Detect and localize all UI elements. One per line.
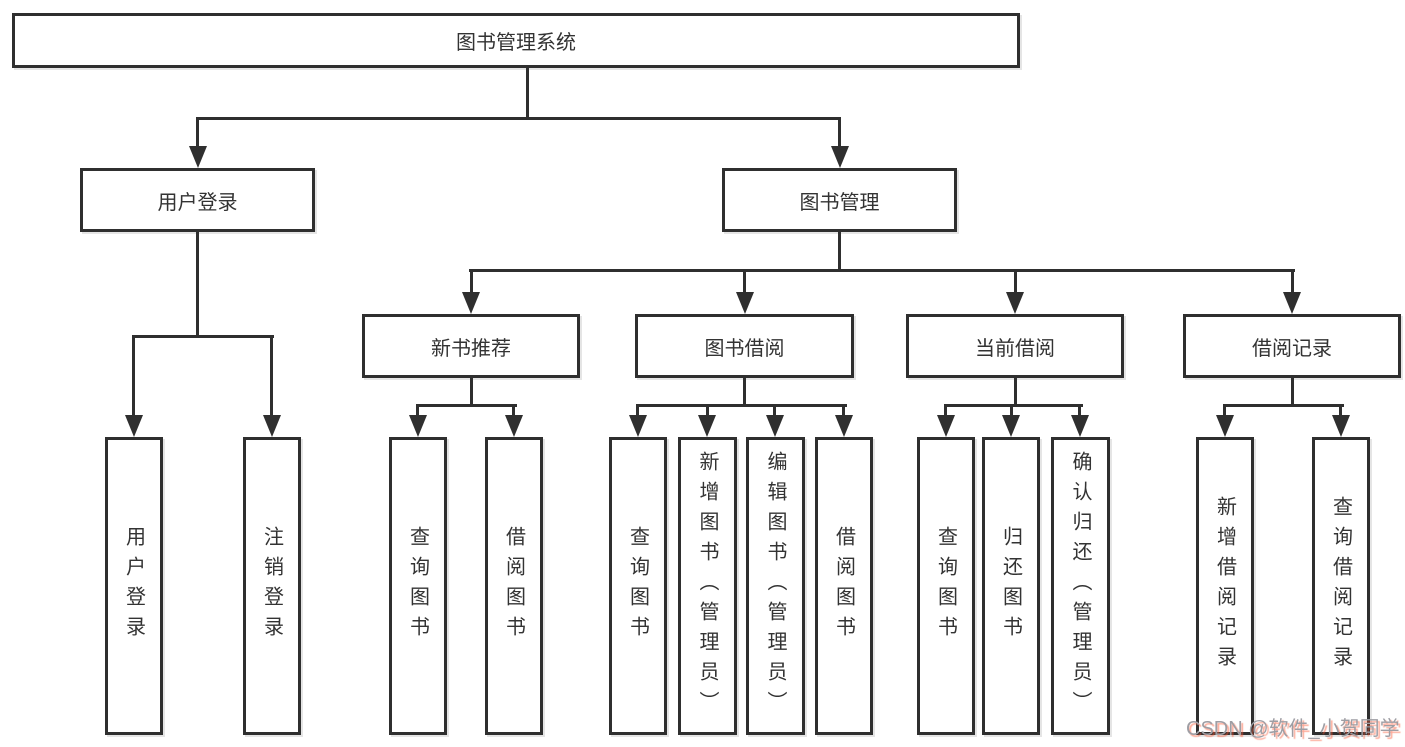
connector-line	[1014, 378, 1017, 407]
connector-arrowhead	[698, 415, 716, 437]
node-new-book-recommendation: 新书推荐	[362, 314, 580, 378]
node-query-books-recommend: 查询图书	[389, 437, 447, 735]
connector-arrowhead	[505, 415, 523, 437]
connector-arrowhead	[835, 415, 853, 437]
connector-line	[944, 404, 947, 415]
connector-arrowhead	[1216, 415, 1234, 437]
connector-arrowhead	[188, 146, 207, 168]
node-query-borrow-record: 查询借阅记录	[1312, 437, 1370, 735]
connector-line	[636, 404, 639, 415]
connector-line	[416, 404, 517, 407]
node-book-borrowing: 图书借阅	[635, 314, 854, 378]
connector-line	[132, 335, 135, 415]
connector-arrowhead	[1002, 415, 1020, 437]
connector-line	[270, 335, 273, 415]
node-borrow-books-borrowing: 借阅图书	[815, 437, 873, 735]
node-return-book: 归还图书	[982, 437, 1040, 735]
node-current-borrowing: 当前借阅	[906, 314, 1124, 378]
connector-line	[1010, 404, 1013, 415]
node-confirm-return-admin: 确认归还（管理员）	[1051, 437, 1110, 735]
connector-line	[1291, 269, 1294, 292]
connector-arrowhead	[1006, 292, 1024, 314]
connector-line	[838, 232, 841, 272]
node-edit-book-admin: 编辑图书（管理员）	[746, 437, 805, 735]
node-borrowing-records: 借阅记录	[1183, 314, 1401, 378]
connector-line	[1014, 269, 1017, 292]
connector-line	[469, 269, 1295, 272]
node-add-book-admin: 新增图书（管理员）	[678, 437, 737, 735]
connector-arrowhead	[937, 415, 955, 437]
connector-line	[743, 378, 746, 407]
connector-line	[470, 269, 473, 292]
connector-arrowhead	[1071, 415, 1089, 437]
connector-line	[196, 117, 199, 146]
connector-line	[838, 117, 841, 146]
csdn-watermark: CSDN @软件_小贺同学	[1186, 718, 1400, 740]
connector-line	[1078, 404, 1081, 415]
node-book-management: 图书管理	[722, 168, 957, 232]
connector-arrowhead	[409, 415, 427, 437]
connector-arrowhead	[766, 415, 784, 437]
connector-line	[196, 117, 841, 120]
connector-line	[743, 269, 746, 292]
connector-arrowhead	[830, 146, 849, 168]
connector-line	[132, 335, 274, 338]
connector-line	[706, 404, 709, 415]
connector-line	[944, 404, 1083, 407]
connector-line	[512, 404, 515, 415]
connector-line	[526, 68, 529, 120]
connector-line	[470, 378, 473, 407]
connector-arrowhead	[1332, 415, 1350, 437]
connector-line	[773, 404, 776, 415]
connector-arrowhead	[1283, 292, 1301, 314]
connector-line	[1339, 404, 1342, 415]
node-user-login-action: 用户登录	[105, 437, 163, 735]
node-library-management-system: 图书管理系统	[12, 13, 1020, 68]
node-query-books-borrowing: 查询图书	[609, 437, 667, 735]
node-borrow-books-recommend: 借阅图书	[485, 437, 543, 735]
connector-line	[842, 404, 845, 415]
node-user-login: 用户登录	[80, 168, 315, 232]
connector-arrowhead	[125, 415, 143, 437]
connector-line	[1223, 404, 1344, 407]
connector-line	[416, 404, 419, 415]
connector-line	[1223, 404, 1226, 415]
connector-arrowhead	[263, 415, 281, 437]
connector-line	[196, 232, 199, 338]
node-logout-action: 注销登录	[243, 437, 301, 735]
connector-arrowhead	[462, 292, 480, 314]
connector-arrowhead	[735, 292, 754, 314]
connector-arrowhead	[629, 415, 647, 437]
connector-line	[1291, 378, 1294, 407]
node-query-books-current: 查询图书	[917, 437, 975, 735]
node-add-borrow-record: 新增借阅记录	[1196, 437, 1254, 735]
connector-line	[636, 404, 847, 407]
